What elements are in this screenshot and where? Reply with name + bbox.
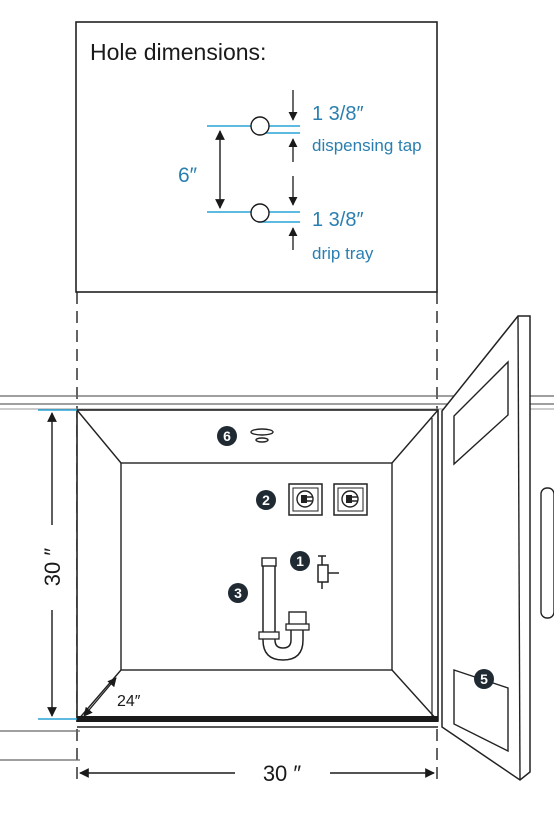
inset-frame [75,21,438,293]
door-panel-upper [453,360,509,466]
drip-tray-hole [207,176,300,250]
tap-hole [207,90,300,162]
depth-dimension-label: 24″ [117,693,141,710]
height-dimension-label: 30 ″ [40,548,65,587]
p-trap-drain-icon [258,557,310,661]
marker-6: 6 [217,426,237,446]
marker-5: 5 [474,669,494,689]
electrical-outlet-icon [288,483,323,516]
marker-1: 1 [290,551,310,571]
hole-spacing-label: 6″ [178,164,198,187]
marker-5-label: 5 [480,671,488,687]
marker-3-label: 3 [234,585,242,601]
water-valve-icon [317,555,339,589]
marker-1-label: 1 [296,553,304,569]
tap-hole-size: 1 3/8″ [312,103,364,125]
door-handle-icon [540,487,554,619]
tap-hole-label: dispensing tap [312,136,422,155]
marker-2-label: 2 [262,492,270,508]
cabinet-floor-edge [77,716,438,722]
marker-3: 3 [228,583,248,603]
electrical-outlet-icon [333,483,368,516]
drip-tray-hole-size: 1 3/8″ [312,209,364,231]
marker-6-label: 6 [223,428,231,444]
width-dimension-label: 30 ″ [263,761,302,786]
depth-arrow [83,677,117,717]
drip-tray-hole-label: drip tray [312,244,374,263]
cabinet [0,395,554,761]
vent-icon [250,428,274,443]
inset-title: Hole dimensions: [90,39,266,65]
hole-dimensions-panel: Hole dimensions: 6″ 1 3/8″ dispensing ta… [75,21,438,293]
cabinet-door [441,315,554,781]
marker-2: 2 [256,490,276,510]
